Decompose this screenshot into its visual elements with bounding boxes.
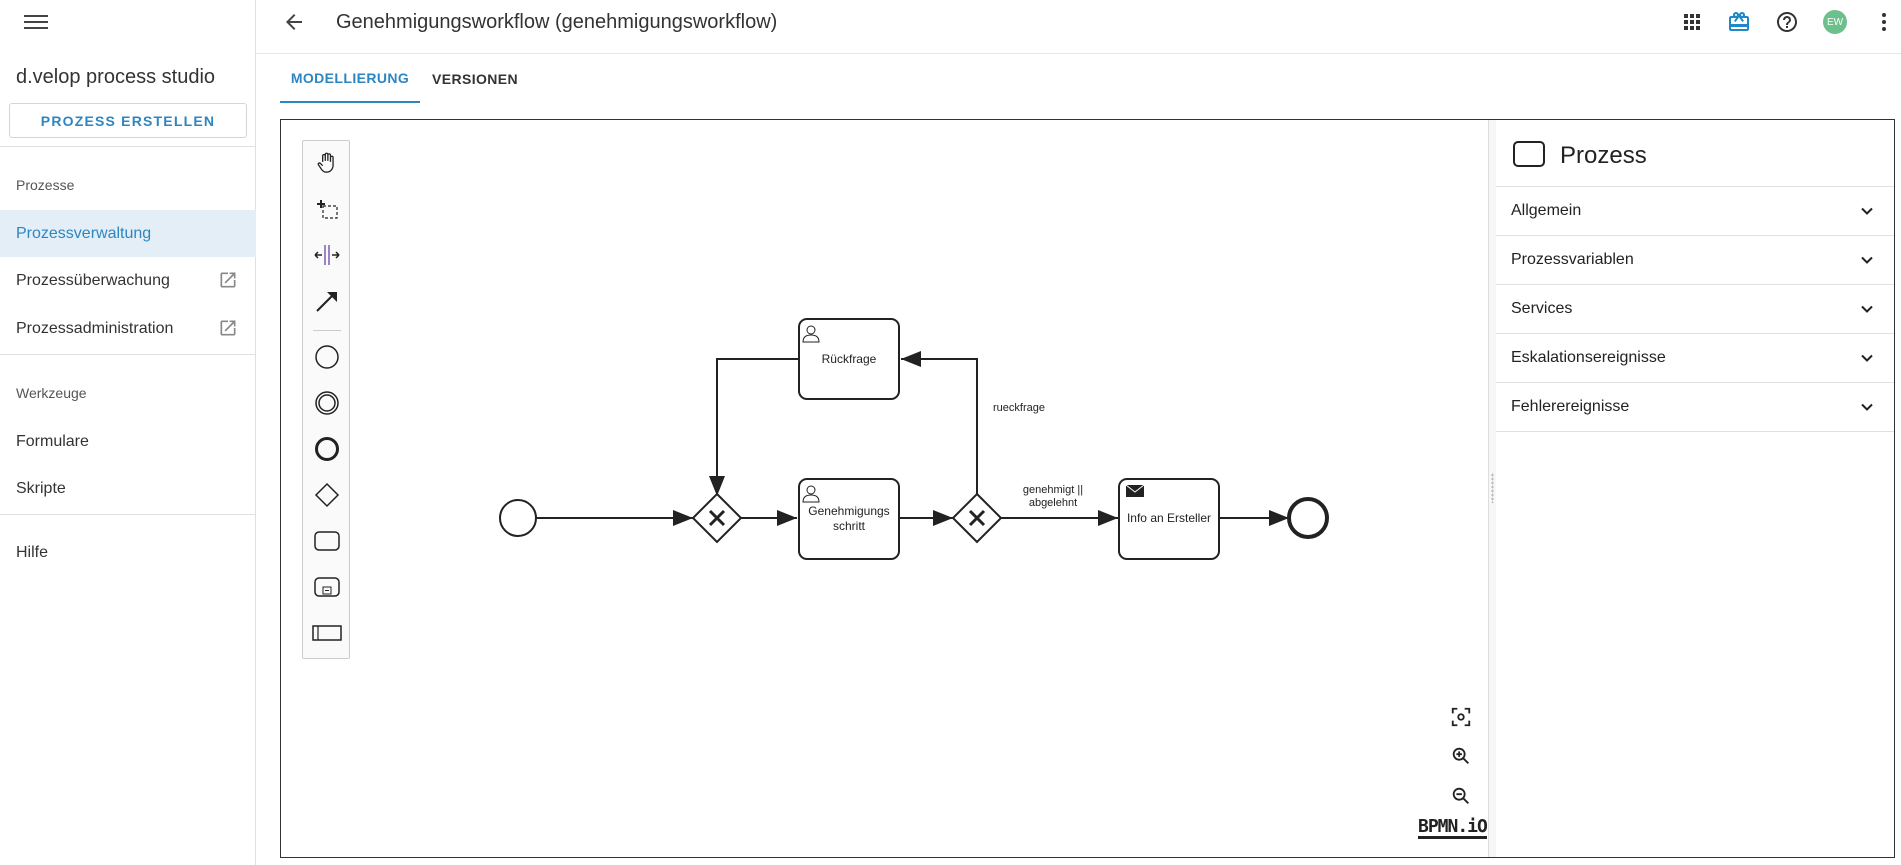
sidebar-item-label: Skripte bbox=[16, 479, 66, 497]
sidebar-item-skripte[interactable]: Skripte bbox=[0, 465, 256, 512]
open-in-new-icon bbox=[220, 320, 236, 336]
tab-modellierung[interactable]: MODELLIERUNG bbox=[280, 55, 420, 103]
user-icon bbox=[802, 325, 820, 343]
flow-label-rueckfrage: rueckfrage bbox=[993, 402, 1045, 414]
task-label: Rückfrage bbox=[822, 352, 877, 366]
bpmn-modeler: Rückfrage Genehmigungs schritt Info an E… bbox=[280, 119, 1895, 858]
sidebar-item-label: Prozessverwaltung bbox=[16, 224, 152, 242]
hand-tool-icon[interactable] bbox=[309, 145, 345, 181]
panel-resize-handle[interactable] bbox=[1488, 120, 1496, 857]
pool-tool-icon[interactable] bbox=[309, 615, 345, 651]
sidebar-item-label: Formulare bbox=[16, 432, 89, 450]
page-title: Genehmigungsworkflow (genehmigungsworkfl… bbox=[336, 11, 778, 33]
task-label-line1: Genehmigungs bbox=[808, 504, 889, 518]
user-task-rueckfrage[interactable]: Rückfrage bbox=[798, 318, 900, 400]
lasso-tool-icon[interactable] bbox=[309, 191, 345, 227]
space-tool-icon[interactable] bbox=[309, 237, 345, 273]
end-event-tool-icon[interactable] bbox=[309, 431, 345, 467]
section-label-tools: Werkzeuge bbox=[16, 385, 87, 401]
exclusive-gateway-1[interactable] bbox=[691, 492, 743, 544]
user-icon bbox=[802, 485, 820, 503]
zoom-in-icon[interactable] bbox=[1447, 742, 1475, 770]
divider bbox=[0, 354, 256, 355]
help-circle-icon[interactable] bbox=[1775, 10, 1799, 34]
sidebar: d.velop process studio PROZESS ERSTELLEN… bbox=[0, 0, 256, 865]
exclusive-gateway-2[interactable] bbox=[951, 492, 1003, 544]
zoom-out-icon[interactable] bbox=[1447, 782, 1475, 810]
accordion-label: Fehlerereignisse bbox=[1511, 398, 1630, 415]
flow-rueckfrage[interactable] bbox=[901, 351, 978, 494]
accordion-services[interactable]: Services bbox=[1496, 285, 1894, 334]
create-process-button[interactable]: PROZESS ERSTELLEN bbox=[9, 103, 247, 138]
tab-versionen[interactable]: VERSIONEN bbox=[420, 55, 530, 103]
accordion-label: Allgemein bbox=[1511, 202, 1582, 219]
start-event-tool-icon[interactable] bbox=[309, 339, 345, 375]
divider bbox=[0, 146, 256, 147]
subprocess-tool-icon[interactable] bbox=[309, 569, 345, 605]
accordion-fehlerereignisse[interactable]: Fehlerereignisse bbox=[1496, 383, 1894, 432]
header: Genehmigungsworkflow (genehmigungsworkfl… bbox=[256, 0, 1901, 54]
accordion-label: Services bbox=[1511, 300, 1573, 317]
envelope-icon bbox=[1125, 484, 1145, 497]
accordion-allgemein[interactable]: Allgemein bbox=[1496, 187, 1894, 236]
app-title: d.velop process studio bbox=[16, 66, 216, 88]
send-task-info-an-ersteller[interactable]: Info an Ersteller bbox=[1118, 478, 1220, 560]
back-arrow-icon[interactable] bbox=[282, 10, 306, 34]
accordion-label: Eskalationsereignisse bbox=[1511, 349, 1666, 366]
sidebar-item-prozessueberwachung[interactable]: Prozessüberwachung bbox=[0, 257, 256, 304]
task-tool-icon[interactable] bbox=[309, 523, 345, 559]
chevron-down-icon bbox=[1861, 305, 1873, 313]
chevron-down-icon bbox=[1861, 207, 1873, 215]
chevron-down-icon bbox=[1861, 403, 1873, 411]
process-icon bbox=[1513, 141, 1545, 167]
task-label: Info an Ersteller bbox=[1127, 511, 1211, 525]
accordion-label: Prozessvariablen bbox=[1511, 251, 1634, 268]
bpmn-canvas[interactable]: Rückfrage Genehmigungs schritt Info an E… bbox=[281, 120, 1488, 857]
sidebar-item-label: Hilfe bbox=[16, 543, 49, 561]
chevron-down-icon bbox=[1861, 354, 1873, 362]
properties-panel: Prozess Allgemein Prozessvariablen Servi… bbox=[1496, 120, 1894, 857]
sidebar-item-label: Prozessadministration bbox=[16, 319, 174, 337]
user-task-genehmigungsschritt[interactable]: Genehmigungs schritt bbox=[798, 478, 900, 560]
tool-palette bbox=[302, 140, 350, 659]
flow-label-genehmigt-line2: abgelehnt bbox=[1029, 497, 1077, 509]
tab-label: MODELLIERUNG bbox=[290, 70, 410, 86]
accordion-prozessvariablen[interactable]: Prozessvariablen bbox=[1496, 236, 1894, 285]
sidebar-item-prozessverwaltung[interactable]: Prozessverwaltung bbox=[0, 210, 256, 257]
sidebar-item-hilfe[interactable]: Hilfe bbox=[0, 529, 256, 576]
bpmn-io-logo[interactable]: BPMN.iO bbox=[1418, 816, 1488, 839]
start-event[interactable] bbox=[499, 499, 537, 537]
divider bbox=[0, 514, 256, 515]
open-in-new-icon bbox=[220, 272, 236, 288]
sidebar-item-label: Prozessüberwachung bbox=[16, 271, 170, 289]
apps-grid-icon[interactable] bbox=[1680, 10, 1704, 34]
more-vert-icon[interactable] bbox=[1872, 10, 1896, 34]
palette-separator bbox=[313, 330, 341, 331]
connect-tool-icon[interactable] bbox=[309, 283, 345, 319]
sidebar-item-formulare[interactable]: Formulare bbox=[0, 418, 256, 465]
fit-view-icon[interactable] bbox=[1447, 703, 1475, 731]
menu-icon[interactable] bbox=[24, 12, 48, 32]
properties-header: Prozess bbox=[1496, 120, 1894, 187]
sequence-flows bbox=[536, 351, 1289, 526]
gateway-tool-icon[interactable] bbox=[309, 477, 345, 513]
intermediate-event-tool-icon[interactable] bbox=[309, 385, 345, 421]
flow-label-genehmigt-line1: genehmigt || bbox=[1023, 484, 1083, 496]
flow-rueckfrage-to-gateway[interactable] bbox=[709, 358, 798, 496]
gift-icon[interactable] bbox=[1727, 10, 1751, 34]
resize-grip-icon bbox=[1491, 473, 1494, 503]
properties-title: Prozess bbox=[1560, 142, 1647, 169]
avatar[interactable]: EW bbox=[1823, 10, 1847, 34]
section-label-processes: Prozesse bbox=[16, 177, 75, 193]
tab-label: VERSIONEN bbox=[431, 71, 519, 87]
task-label-line2: schritt bbox=[833, 519, 866, 533]
sidebar-item-prozessadministration[interactable]: Prozessadministration bbox=[0, 305, 256, 352]
chevron-down-icon bbox=[1861, 256, 1873, 264]
accordion-eskalationsereignisse[interactable]: Eskalationsereignisse bbox=[1496, 334, 1894, 383]
end-event[interactable] bbox=[1287, 497, 1329, 539]
